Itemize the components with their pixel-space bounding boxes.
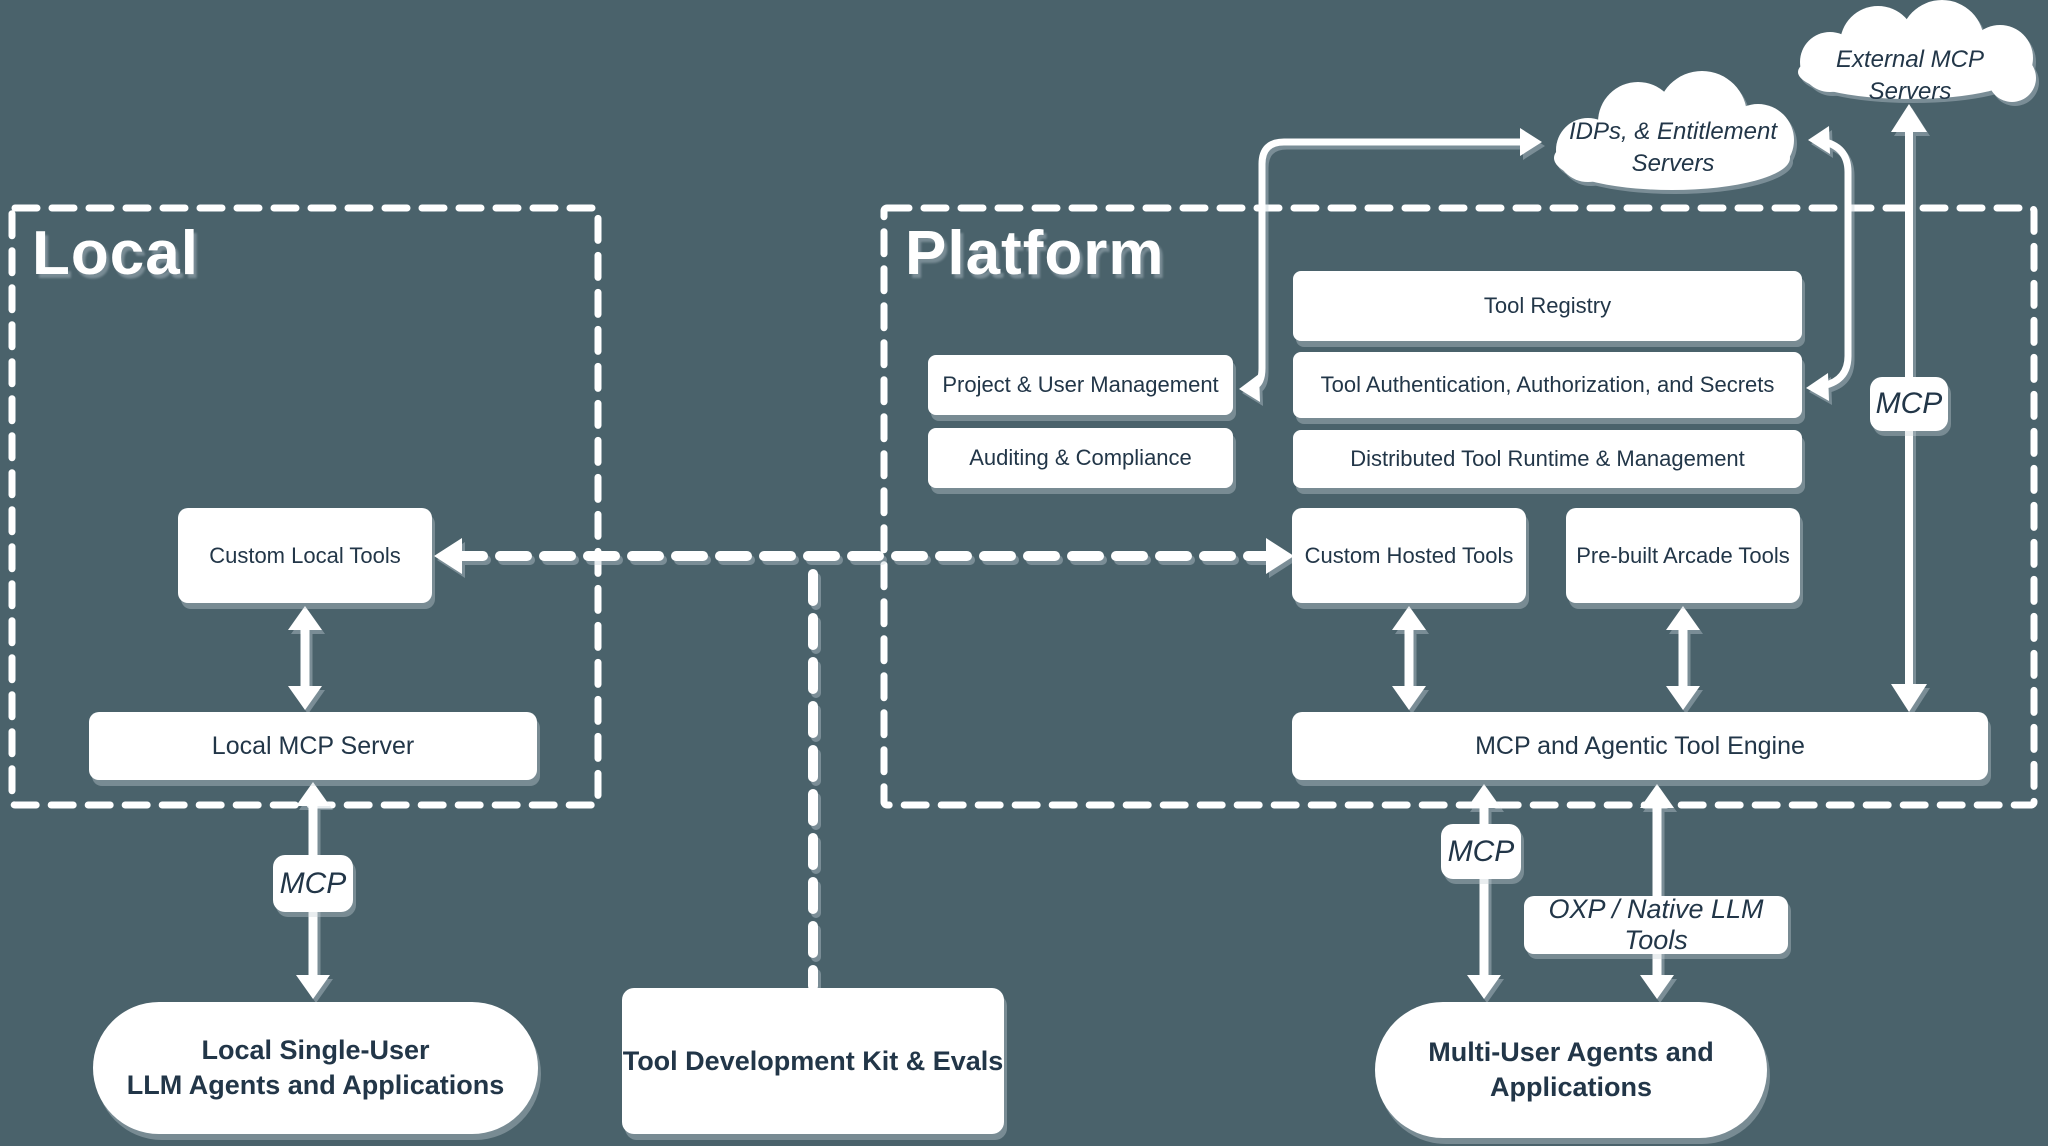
mcp-agentic-tool-engine-box: MCP and Agentic Tool Engine bbox=[1292, 712, 1988, 780]
external-mcp-cloud-label: External MCP Servers bbox=[1835, 46, 1985, 106]
arrow-engine-agents-mcp bbox=[1467, 784, 1501, 999]
arrow-idps-toolauth bbox=[1806, 126, 1852, 401]
custom-local-tools-box: Custom Local Tools bbox=[178, 508, 432, 603]
platform-section-title: Platform bbox=[905, 219, 1165, 288]
idps-cloud-label: IDPs, & Entitlement Servers bbox=[1553, 116, 1793, 181]
multi-user-agents-box: Multi-User Agents and Applications bbox=[1375, 1002, 1767, 1138]
local-single-user-agents-box: Local Single-User LLM Agents and Applica… bbox=[93, 1002, 538, 1134]
local-mcp-server-box: Local MCP Server bbox=[89, 712, 537, 780]
local-section-title: Local bbox=[32, 219, 199, 288]
local-agents-line2: LLM Agents and Applications bbox=[126, 1070, 505, 1100]
distributed-runtime-box: Distributed Tool Runtime & Management bbox=[1293, 430, 1802, 488]
arrowhead-into-toolauth-icon bbox=[1806, 373, 1829, 401]
dashed-arrowhead-right-icon bbox=[1266, 538, 1294, 574]
tool-registry-box: Tool Registry bbox=[1293, 271, 1802, 341]
arrow-clt-lms bbox=[288, 606, 322, 710]
idps-cloud-label-line1: IDPs, & Entitlement bbox=[1568, 118, 1778, 145]
custom-hosted-tools-box: Custom Hosted Tools bbox=[1292, 508, 1526, 603]
arrow-pat-engine bbox=[1666, 606, 1700, 710]
dashed-arrowhead-left-icon bbox=[434, 538, 462, 574]
idps-cloud-label-line2: Servers bbox=[1631, 150, 1715, 178]
platform-frame-border bbox=[880, 204, 2038, 809]
oxp-native-llm-tools-badge: OXP / Native LLM Tools bbox=[1524, 894, 1788, 955]
arrow-engine-agents-oxp bbox=[1640, 784, 1674, 999]
local-agents-line1: Local Single-User bbox=[201, 1034, 430, 1065]
arrow-pum-idps bbox=[1239, 128, 1542, 402]
project-user-management-box: Project & User Management bbox=[928, 355, 1233, 415]
auditing-compliance-box: Auditing & Compliance bbox=[928, 428, 1233, 488]
mcp-badge-engine: MCP bbox=[1441, 824, 1521, 879]
arrowhead-into-pum-icon bbox=[1239, 374, 1260, 402]
idps-cloud-icon bbox=[1554, 71, 1794, 190]
mcp-badge-external: MCP bbox=[1870, 377, 1948, 431]
external-mcp-cloud-icon bbox=[1798, 0, 2036, 102]
multi-user-agents-line2: Applications bbox=[1489, 1072, 1652, 1102]
arrowhead-into-idps2-icon bbox=[1808, 126, 1830, 154]
tool-development-kit-box: Tool Development Kit & Evals bbox=[622, 988, 1004, 1134]
local-frame-border bbox=[8, 204, 602, 809]
mcp-badge-local: MCP bbox=[273, 855, 353, 912]
multi-user-agents-line1: Multi-User Agents and bbox=[1428, 1036, 1714, 1067]
arrow-cht-engine bbox=[1392, 606, 1426, 710]
dashed-distribution-arrow bbox=[434, 538, 1294, 991]
arrowhead-up-external-icon bbox=[1891, 104, 1927, 132]
prebuilt-arcade-tools-box: Pre-built Arcade Tools bbox=[1566, 508, 1800, 603]
tool-authentication-box: Tool Authentication, Authorization, and … bbox=[1293, 352, 1802, 418]
arrowhead-into-idps-icon bbox=[1520, 128, 1542, 156]
arrowhead-down-engine-icon bbox=[1891, 684, 1927, 712]
